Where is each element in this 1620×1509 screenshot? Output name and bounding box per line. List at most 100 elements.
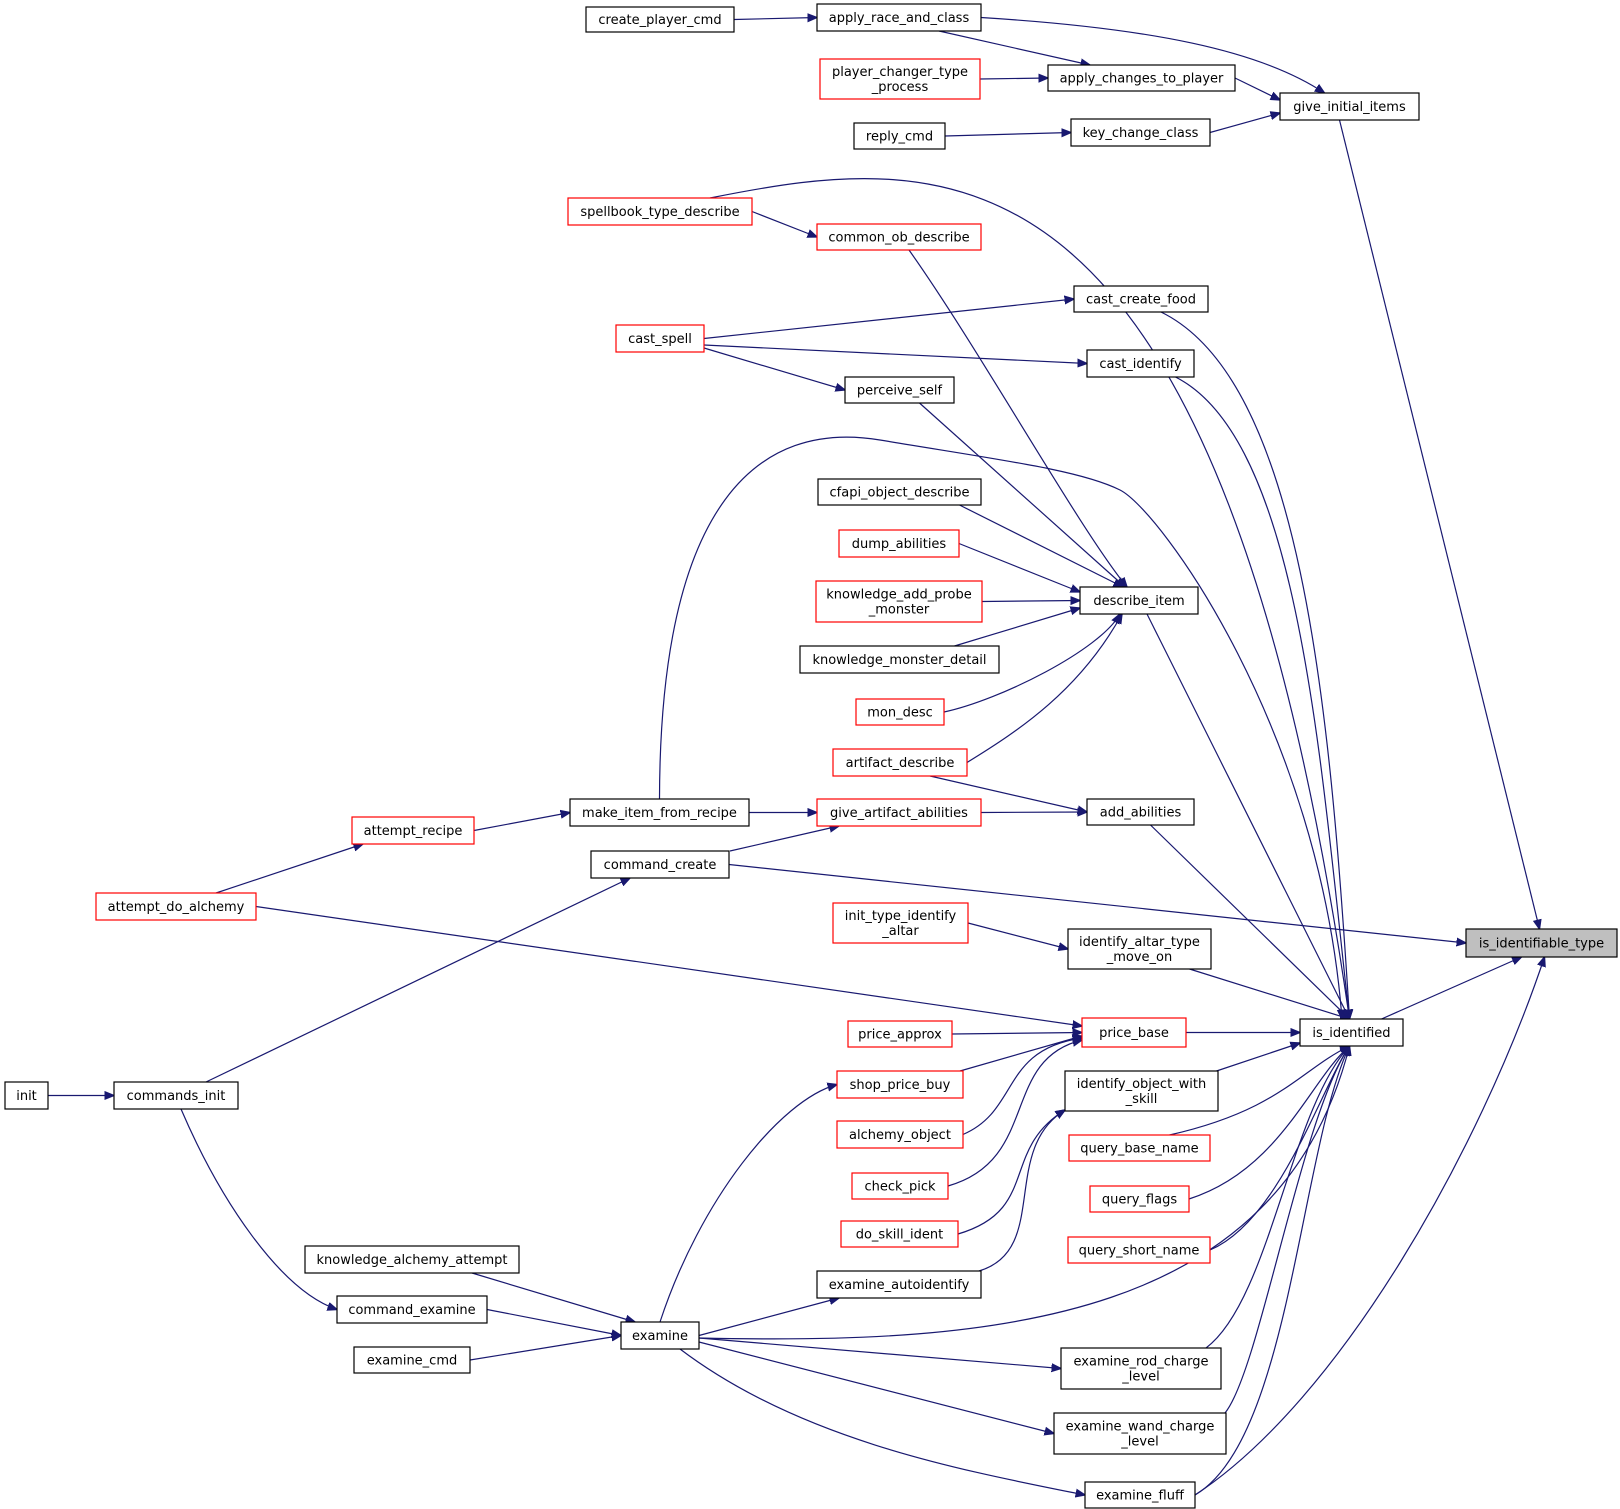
node-cast_identify[interactable]: cast_identify — [1086, 349, 1195, 378]
node-box-shop_price_buy — [836, 1070, 964, 1099]
node-box-examine — [620, 1321, 700, 1350]
edge-common_ob_describe-to-describe_item — [908, 249, 1127, 587]
node-examine[interactable]: examine — [620, 1321, 700, 1350]
node-examine_wand_charge_level[interactable]: examine_wand_charge_level — [1053, 1412, 1227, 1455]
node-price_approx[interactable]: price_approx — [847, 1020, 953, 1048]
edge-knowledge_alchemy_attempt-to-examine — [471, 1272, 635, 1322]
node-alchemy_object[interactable]: alchemy_object — [836, 1120, 964, 1149]
node-add_abilities[interactable]: add_abilities — [1086, 798, 1195, 826]
node-artifact_describe[interactable]: artifact_describe — [832, 748, 968, 777]
node-label-make_item_from_recipe: make_item_from_recipe — [582, 806, 737, 821]
node-box-describe_item — [1079, 586, 1199, 615]
node-dump_abilities[interactable]: dump_abilities — [838, 529, 960, 558]
node-knowledge_alchemy_attempt[interactable]: knowledge_alchemy_attempt — [304, 1245, 520, 1274]
node-label-attempt_recipe: attempt_recipe — [364, 824, 463, 839]
node-label-spellbook_type_describe: spellbook_type_describe — [580, 205, 739, 220]
node-cast_create_food[interactable]: cast_create_food — [1073, 285, 1209, 313]
node-label-price_base: price_base — [1099, 1026, 1169, 1041]
edge-apply_race_and_class-to-apply_changes_to_player — [938, 30, 1090, 65]
node-box-spellbook_type_describe — [567, 197, 753, 226]
node-mon_desc[interactable]: mon_desc — [855, 698, 945, 726]
node-make_item_from_recipe[interactable]: make_item_from_recipe — [569, 798, 750, 827]
node-is_identified[interactable]: is_identified — [1299, 1018, 1404, 1047]
node-command_examine[interactable]: command_examine — [336, 1295, 488, 1324]
edge-query_base_name-to-is_identified — [1169, 1046, 1350, 1136]
node-examine_rod_charge_level[interactable]: examine_rod_charge_level — [1060, 1347, 1222, 1390]
node-do_skill_ident[interactable]: do_skill_ident — [840, 1220, 959, 1248]
edge-spellbook_type_describe-to-is_identified — [709, 177, 1350, 1019]
node-label-cast_spell: cast_spell — [628, 332, 692, 347]
node-label-key_change_class: key_change_class — [1083, 126, 1199, 141]
node-key_change_class[interactable]: key_change_class — [1070, 118, 1211, 147]
node-label-dump_abilities: dump_abilities — [852, 537, 947, 552]
edge-alchemy_object-to-price_base — [962, 1038, 1082, 1136]
node-label-init_type_identify_altar-line-2: _altar — [881, 924, 919, 939]
edge-give_artifact_abilities-to-add_abilities — [980, 812, 1087, 813]
node-examine_fluff[interactable]: examine_fluff — [1084, 1481, 1196, 1509]
node-spellbook_type_describe[interactable]: spellbook_type_describe — [567, 197, 753, 226]
node-box-check_pick — [851, 1172, 949, 1200]
node-label-give_artifact_abilities: give_artifact_abilities — [830, 806, 968, 821]
node-identify_altar_type_move_on[interactable]: identify_altar_type_move_on — [1067, 928, 1212, 970]
edge-attempt_do_alchemy-to-price_base — [255, 905, 1082, 1027]
node-common_ob_describe[interactable]: common_ob_describe — [816, 223, 982, 251]
node-describe_item[interactable]: describe_item — [1079, 586, 1199, 615]
node-shop_price_buy[interactable]: shop_price_buy — [836, 1070, 964, 1099]
edge-examine-to-shop_price_buy — [659, 1085, 837, 1323]
node-box-apply_race_and_class — [816, 3, 982, 32]
edge-examine-to-examine_wand_charge_level — [698, 1341, 1054, 1434]
edge-knowledge_add_probe_monster-to-describe_item — [981, 601, 1080, 602]
node-player_changer_type_process[interactable]: player_changer_type_process — [819, 58, 981, 100]
node-label-init_type_identify_altar-line-1: init_type_identify — [845, 909, 957, 924]
node-command_create[interactable]: command_create — [590, 850, 730, 879]
node-attempt_recipe[interactable]: attempt_recipe — [351, 816, 475, 845]
node-init[interactable]: init — [4, 1081, 49, 1110]
node-give_artifact_abilities[interactable]: give_artifact_abilities — [816, 798, 982, 827]
edge-examine_rod_charge_level-to-is_identified — [1205, 1046, 1350, 1349]
node-cfapi_object_describe[interactable]: cfapi_object_describe — [817, 478, 982, 506]
node-init_type_identify_altar[interactable]: init_type_identify_altar — [832, 902, 969, 944]
node-label-identify_object_with_skill-line-2: _skill — [1125, 1092, 1158, 1107]
node-box-perceive_self — [844, 376, 955, 404]
node-knowledge_monster_detail[interactable]: knowledge_monster_detail — [799, 645, 1000, 674]
edge-give_initial_items-to-is_identifiable_type — [1338, 119, 1540, 929]
node-box-attempt_do_alchemy — [95, 892, 257, 921]
node-knowledge_add_probe_monster[interactable]: knowledge_add_probe_monster — [815, 580, 983, 623]
node-label-apply_race_and_class: apply_race_and_class — [829, 11, 970, 26]
edge-mon_desc-to-describe_item — [943, 614, 1120, 713]
node-is_identifiable_type[interactable]: is_identifiable_type — [1465, 928, 1618, 958]
node-label-is_identified: is_identified — [1312, 1026, 1390, 1041]
node-give_initial_items[interactable]: give_initial_items — [1279, 92, 1420, 121]
edge-cast_identify-to-is_identified — [1175, 376, 1350, 1019]
node-label-examine_rod_charge_level-line-2: _level — [1121, 1370, 1159, 1385]
node-commands_init[interactable]: commands_init — [113, 1081, 239, 1110]
edge-attempt_do_alchemy-to-attempt_recipe — [215, 844, 363, 894]
node-check_pick[interactable]: check_pick — [851, 1172, 949, 1200]
edge-examine-to-is_identified — [698, 1046, 1350, 1340]
node-query_flags[interactable]: query_flags — [1089, 1185, 1190, 1213]
node-cast_spell[interactable]: cast_spell — [615, 324, 705, 353]
node-box-cfapi_object_describe — [817, 478, 982, 506]
nodes-layer: is_identifiable_type give_initial_items ap… — [4, 3, 1618, 1509]
node-price_base[interactable]: price_base — [1081, 1017, 1187, 1048]
node-query_base_name[interactable]: query_base_name — [1068, 1134, 1211, 1162]
node-box-init_type_identify_altar — [832, 902, 969, 944]
node-examine_autoidentify[interactable]: examine_autoidentify — [816, 1270, 982, 1299]
node-apply_changes_to_player[interactable]: apply_changes_to_player — [1047, 64, 1236, 92]
node-apply_race_and_class[interactable]: apply_race_and_class — [816, 3, 982, 32]
node-box-cast_create_food — [1073, 285, 1209, 313]
node-box-attempt_recipe — [351, 816, 475, 845]
node-perceive_self[interactable]: perceive_self — [844, 376, 955, 404]
node-box-key_change_class — [1070, 118, 1211, 147]
node-identify_object_with_skill[interactable]: identify_object_with_skill — [1064, 1070, 1219, 1112]
node-query_short_name[interactable]: query_short_name — [1067, 1236, 1211, 1264]
node-box-command_examine — [336, 1295, 488, 1324]
edge-apply_race_and_class-to-give_initial_items — [980, 16, 1325, 94]
node-box-cast_identify — [1086, 349, 1195, 378]
node-attempt_do_alchemy[interactable]: attempt_do_alchemy — [95, 892, 257, 921]
edge-cfapi_object_describe-to-describe_item — [959, 504, 1124, 587]
node-examine_cmd[interactable]: examine_cmd — [353, 1346, 471, 1374]
node-reply_cmd[interactable]: reply_cmd — [853, 122, 946, 150]
node-create_player_cmd[interactable]: create_player_cmd — [585, 6, 735, 33]
node-box-make_item_from_recipe — [569, 798, 750, 827]
